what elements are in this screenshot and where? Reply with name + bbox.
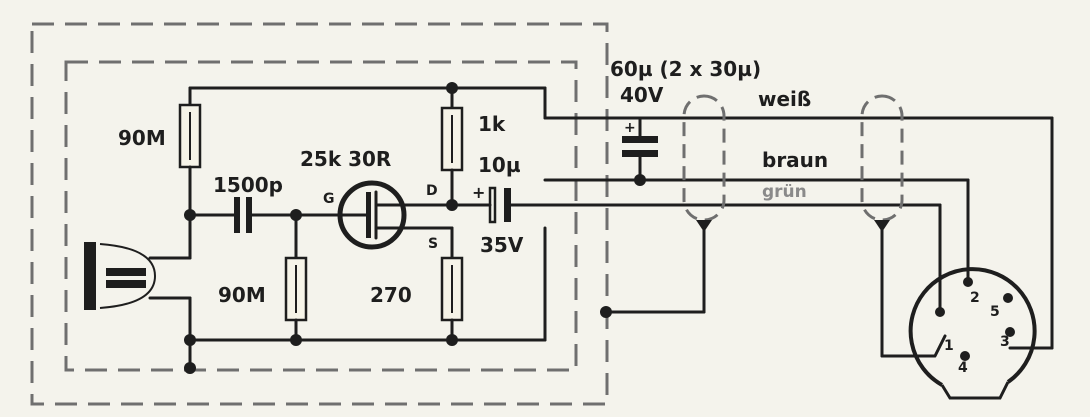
label-plus-output: + [472, 183, 485, 202]
cable-shields [600, 94, 936, 358]
label-fet-type: 25k 30R [300, 147, 391, 171]
label-pin-gate: G [323, 191, 335, 207]
inner-shield-box [64, 60, 578, 372]
resistor-270 [440, 226, 464, 342]
resistor-90m-bottom [284, 213, 308, 342]
microphone-capsule [84, 213, 192, 342]
label-35v: 35V [480, 233, 524, 257]
capacitor-10u [450, 186, 702, 224]
resistor-1k [440, 86, 464, 207]
fet-transistor [337, 180, 458, 250]
supply-rail [188, 82, 1054, 350]
label-brown-wire: braun [762, 148, 828, 172]
pin-label-5: 5 [990, 304, 1000, 320]
label-white-wire: weiß [758, 87, 811, 111]
pin-label-2: 2 [970, 290, 980, 306]
label-10u: 10µ [478, 153, 521, 177]
resistor-90m-top [178, 86, 202, 221]
label-90m-bottom: 90M [218, 283, 266, 307]
pin-label-4: 4 [958, 360, 968, 376]
label-pin-source: S [428, 236, 438, 252]
label-40v: 40V [620, 83, 664, 107]
label-1k: 1k [478, 112, 506, 136]
label-green-wire: grün [762, 182, 807, 202]
label-plus-supply: + [624, 120, 636, 136]
ground-bus [184, 226, 547, 374]
din-connector [908, 267, 1037, 400]
outer-shield-box [30, 22, 609, 406]
label-pin-drain: D [426, 183, 438, 199]
label-60u: 60µ (2 x 30µ) [610, 57, 761, 81]
pin-label-3: 3 [1000, 334, 1010, 350]
pin-label-1: 1 [944, 338, 954, 354]
label-1500p: 1500p [213, 173, 283, 197]
label-90m-top: 90M [118, 126, 166, 150]
label-270: 270 [370, 283, 412, 307]
